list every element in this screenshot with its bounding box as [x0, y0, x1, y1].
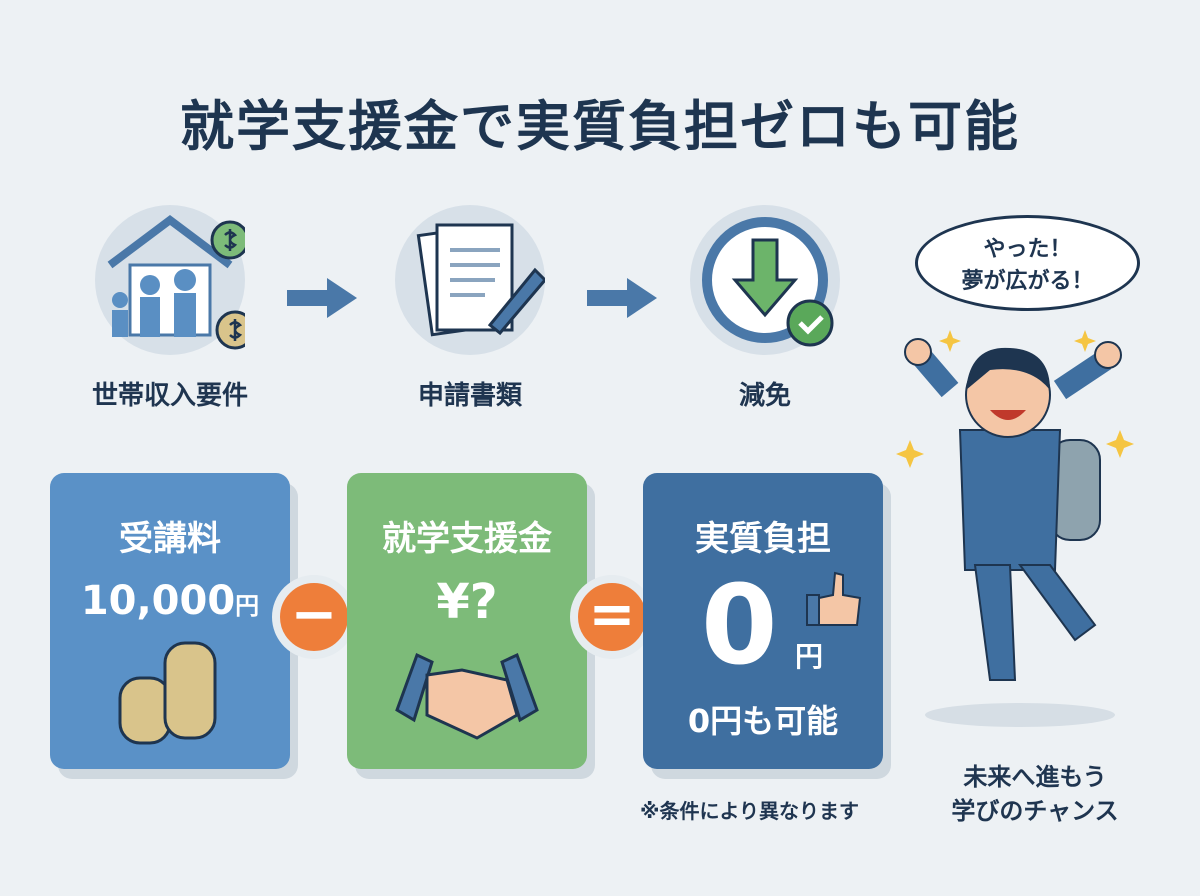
equals-operator: =: [570, 575, 654, 659]
fee-value: 10,000: [80, 578, 236, 624]
step-income: 世帯収入要件: [85, 205, 255, 412]
conditions-note: ※条件により異なります: [640, 799, 860, 823]
handshake-icon: [395, 652, 539, 740]
card-heading: 就学支援金: [382, 519, 552, 559]
arrow-right-icon: [587, 278, 657, 318]
family-house-money-icon: [95, 205, 255, 355]
arrow-right-icon: [287, 278, 357, 318]
thumbs-up-icon: [806, 571, 862, 626]
step-label: 世帯収入要件: [91, 381, 248, 411]
coins-icon: [118, 641, 217, 745]
caption-line: 学びのチャンス: [951, 797, 1119, 825]
caption-line: 未来へ進もう: [963, 763, 1107, 791]
tuition-fee-card: 受講料 10,000円: [50, 473, 290, 769]
step-label: 申請書類: [417, 381, 522, 411]
result-value: 0: [701, 561, 778, 689]
bubble-line: やった！: [983, 237, 1072, 262]
speech-bubble: やった！ 夢が広がる！: [915, 215, 1140, 311]
step-exemption: 減免: [680, 205, 850, 412]
result-unit: 円: [795, 640, 824, 673]
minus-operator: −: [272, 575, 356, 659]
closing-caption: 未来へ進もう 学びのチャンス: [920, 760, 1150, 828]
result-subtext: 0円も可能: [687, 702, 839, 740]
down-arrow-check-icon: [690, 205, 840, 355]
jumping-student-illustration: [896, 330, 1134, 727]
result-amount: 0 円: [643, 560, 883, 690]
step-documents: 申請書類: [385, 205, 555, 412]
fee-unit: 円: [235, 592, 260, 620]
step-label: 減免: [738, 381, 791, 411]
support-amount: ¥?: [436, 574, 498, 630]
bubble-line: 夢が広がる！: [961, 269, 1094, 294]
page-title: 就学支援金で実質負担ゼロも可能: [180, 95, 1020, 158]
card-heading: 実質負担: [695, 519, 831, 559]
actual-burden-card: 実質負担 0 円 0円も可能: [643, 473, 883, 769]
fee-amount: 10,000円: [50, 578, 290, 624]
support-fund-card: 就学支援金 ¥?: [347, 473, 587, 769]
card-heading: 受講料: [119, 519, 221, 559]
documents-pen-icon: [395, 205, 548, 355]
